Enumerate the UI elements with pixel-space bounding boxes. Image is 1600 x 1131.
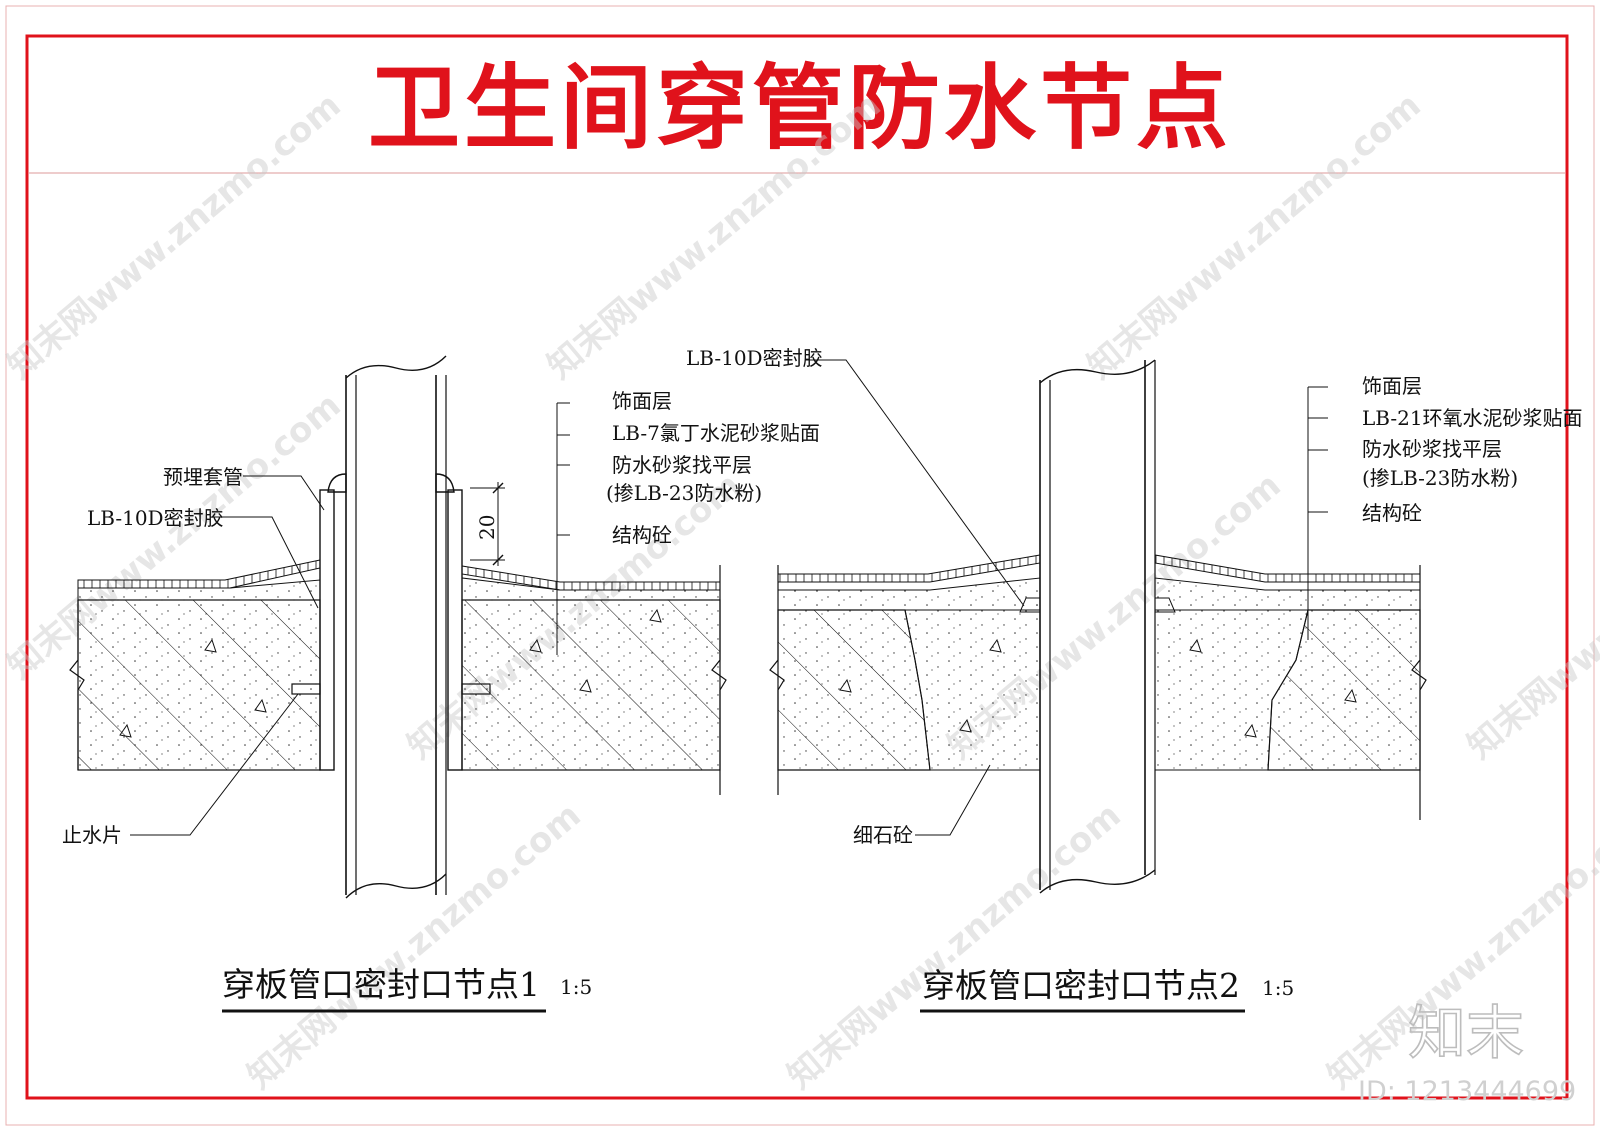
detail-2: LB-10D密封胶 细石砼 饰面层 LB-21环氧水泥砂浆贴面 防水砂浆找平层 … — [686, 346, 1583, 1013]
watermark-7: 知末网www.znzmo.com — [1460, 465, 1600, 767]
watermark-8: 知末网www.znzmo.com — [240, 795, 589, 1097]
caption-detail-2: 穿板管口密封口节点2 — [922, 966, 1240, 1005]
label-sealant-1: LB-10D密封胶 — [87, 506, 224, 530]
water-stop-plate-1 — [291, 683, 321, 695]
label-adhesive-2: LB-21环氧水泥砂浆贴面 — [1362, 406, 1583, 430]
red-border — [25, 34, 1569, 1100]
label-waterstop-1: 止水片 — [62, 823, 122, 847]
embedded-sleeve-1 — [319, 489, 335, 771]
label-adhesive-1: LB-7氯丁水泥砂浆贴面 — [612, 421, 820, 445]
label-additive-1: (掺LB-23防水粉) — [606, 481, 762, 505]
brand-logo: 知末 — [1408, 999, 1524, 1067]
pipe-1 — [345, 355, 447, 899]
scale-detail-1: 1:5 — [560, 975, 592, 999]
pipe-2 — [1039, 359, 1156, 894]
label-finish-2: 饰面层 — [1362, 374, 1422, 398]
watermark-1: 知末网www.znzmo.com — [0, 85, 349, 387]
label-leveling-2: 防水砂浆找平层 — [1362, 437, 1502, 461]
detail-1: 20 预埋套管 LB-10D密封胶 止水片 饰面层 LB-7氯丁水泥砂浆贴面 防… — [62, 355, 820, 1013]
brand-id: ID: 1213444699 — [1358, 1076, 1576, 1107]
label-additive-2: (掺LB-23防水粉) — [1362, 466, 1518, 490]
caption-detail-1: 穿板管口密封口节点1 — [222, 965, 540, 1004]
page-title: 卫生间穿管防水节点 — [368, 55, 1232, 162]
label-finish-1: 饰面层 — [612, 389, 672, 413]
label-leveling-1: 防水砂浆找平层 — [612, 453, 752, 477]
label-structure-2: 结构砼 — [1362, 501, 1422, 525]
dimension-label: 20 — [475, 515, 499, 540]
label-sealant-2: LB-10D密封胶 — [686, 346, 823, 370]
label-structure-1: 结构砼 — [612, 523, 672, 547]
label-fine-concrete: 细石砼 — [853, 823, 913, 847]
watermark-9: 知末网www.znzmo.com — [780, 795, 1129, 1097]
label-sleeve-1: 预埋套管 — [163, 465, 243, 489]
scale-detail-2: 1:5 — [1262, 976, 1294, 1000]
outer-frame — [5, 5, 1595, 1126]
dimension-20: 20 — [470, 482, 505, 566]
